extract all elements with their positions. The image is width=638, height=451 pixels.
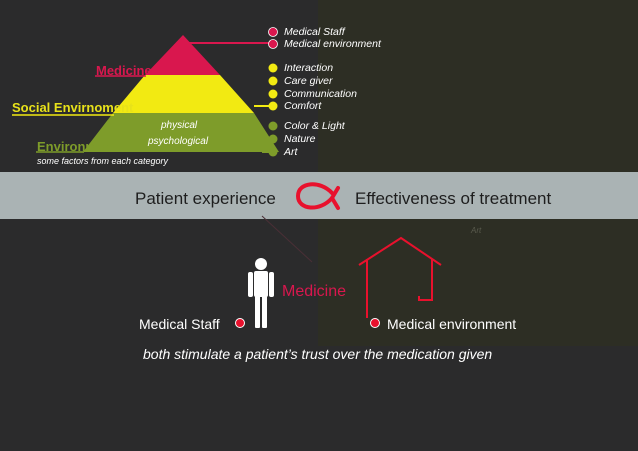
legend-color-light: Color & Light (284, 120, 345, 132)
legend-comfort: Comfort (284, 100, 322, 112)
effectiveness-label: Effectiveness of treatment (355, 189, 552, 208)
legend-interaction: Interaction (284, 62, 334, 74)
legend-care-giver: Care giver (284, 75, 333, 87)
house-icon (358, 236, 442, 318)
pyramid-physical: physical (161, 120, 198, 131)
legend-communication: Communication (284, 88, 357, 100)
bullet-medical-staff (268, 27, 278, 37)
relation-band (0, 172, 638, 219)
pyramid-level-social (113, 75, 254, 113)
person-icon (248, 258, 274, 328)
environment-label: Environment (37, 139, 117, 154)
patient-experience-label: Patient experience (135, 189, 276, 208)
legend-medical-staff: Medical Staff (284, 26, 345, 38)
bullet-nature (268, 134, 278, 144)
bullet-comfort (268, 101, 278, 111)
bullet-art (268, 147, 278, 157)
legend-nature: Nature (284, 133, 316, 145)
medical-environment-label: Medical environment (387, 316, 517, 332)
bullet-care-giver (268, 76, 278, 86)
medical-environment-dot (370, 318, 380, 328)
social-environment-label: Social Envirnoment (12, 100, 134, 115)
decorative-line (261, 215, 313, 263)
pyramid-level-environment (83, 113, 279, 152)
legend-medical-environment: Medical environment (284, 38, 381, 50)
bullet-color-light (268, 121, 278, 131)
bullet-communication (268, 89, 278, 99)
pyramid-footnote: some factors from each category (37, 156, 169, 166)
medicine-label: Medicine (96, 63, 152, 78)
medical-staff-dot (235, 318, 245, 328)
caption: both stimulate a patient’s trust over th… (143, 346, 493, 362)
legend-art: Art (284, 146, 298, 158)
pyramid-level-medicine (145, 35, 220, 75)
faint-art-label: Art (471, 226, 482, 235)
medical-staff-label: Medical Staff (139, 316, 220, 332)
proportional-symbol-icon (295, 182, 340, 210)
bullet-medical-environment (268, 39, 278, 49)
bullet-interaction (268, 63, 278, 73)
pyramid-psychological: psychological (148, 136, 209, 147)
medicine-center-label: Medicine (282, 283, 347, 300)
